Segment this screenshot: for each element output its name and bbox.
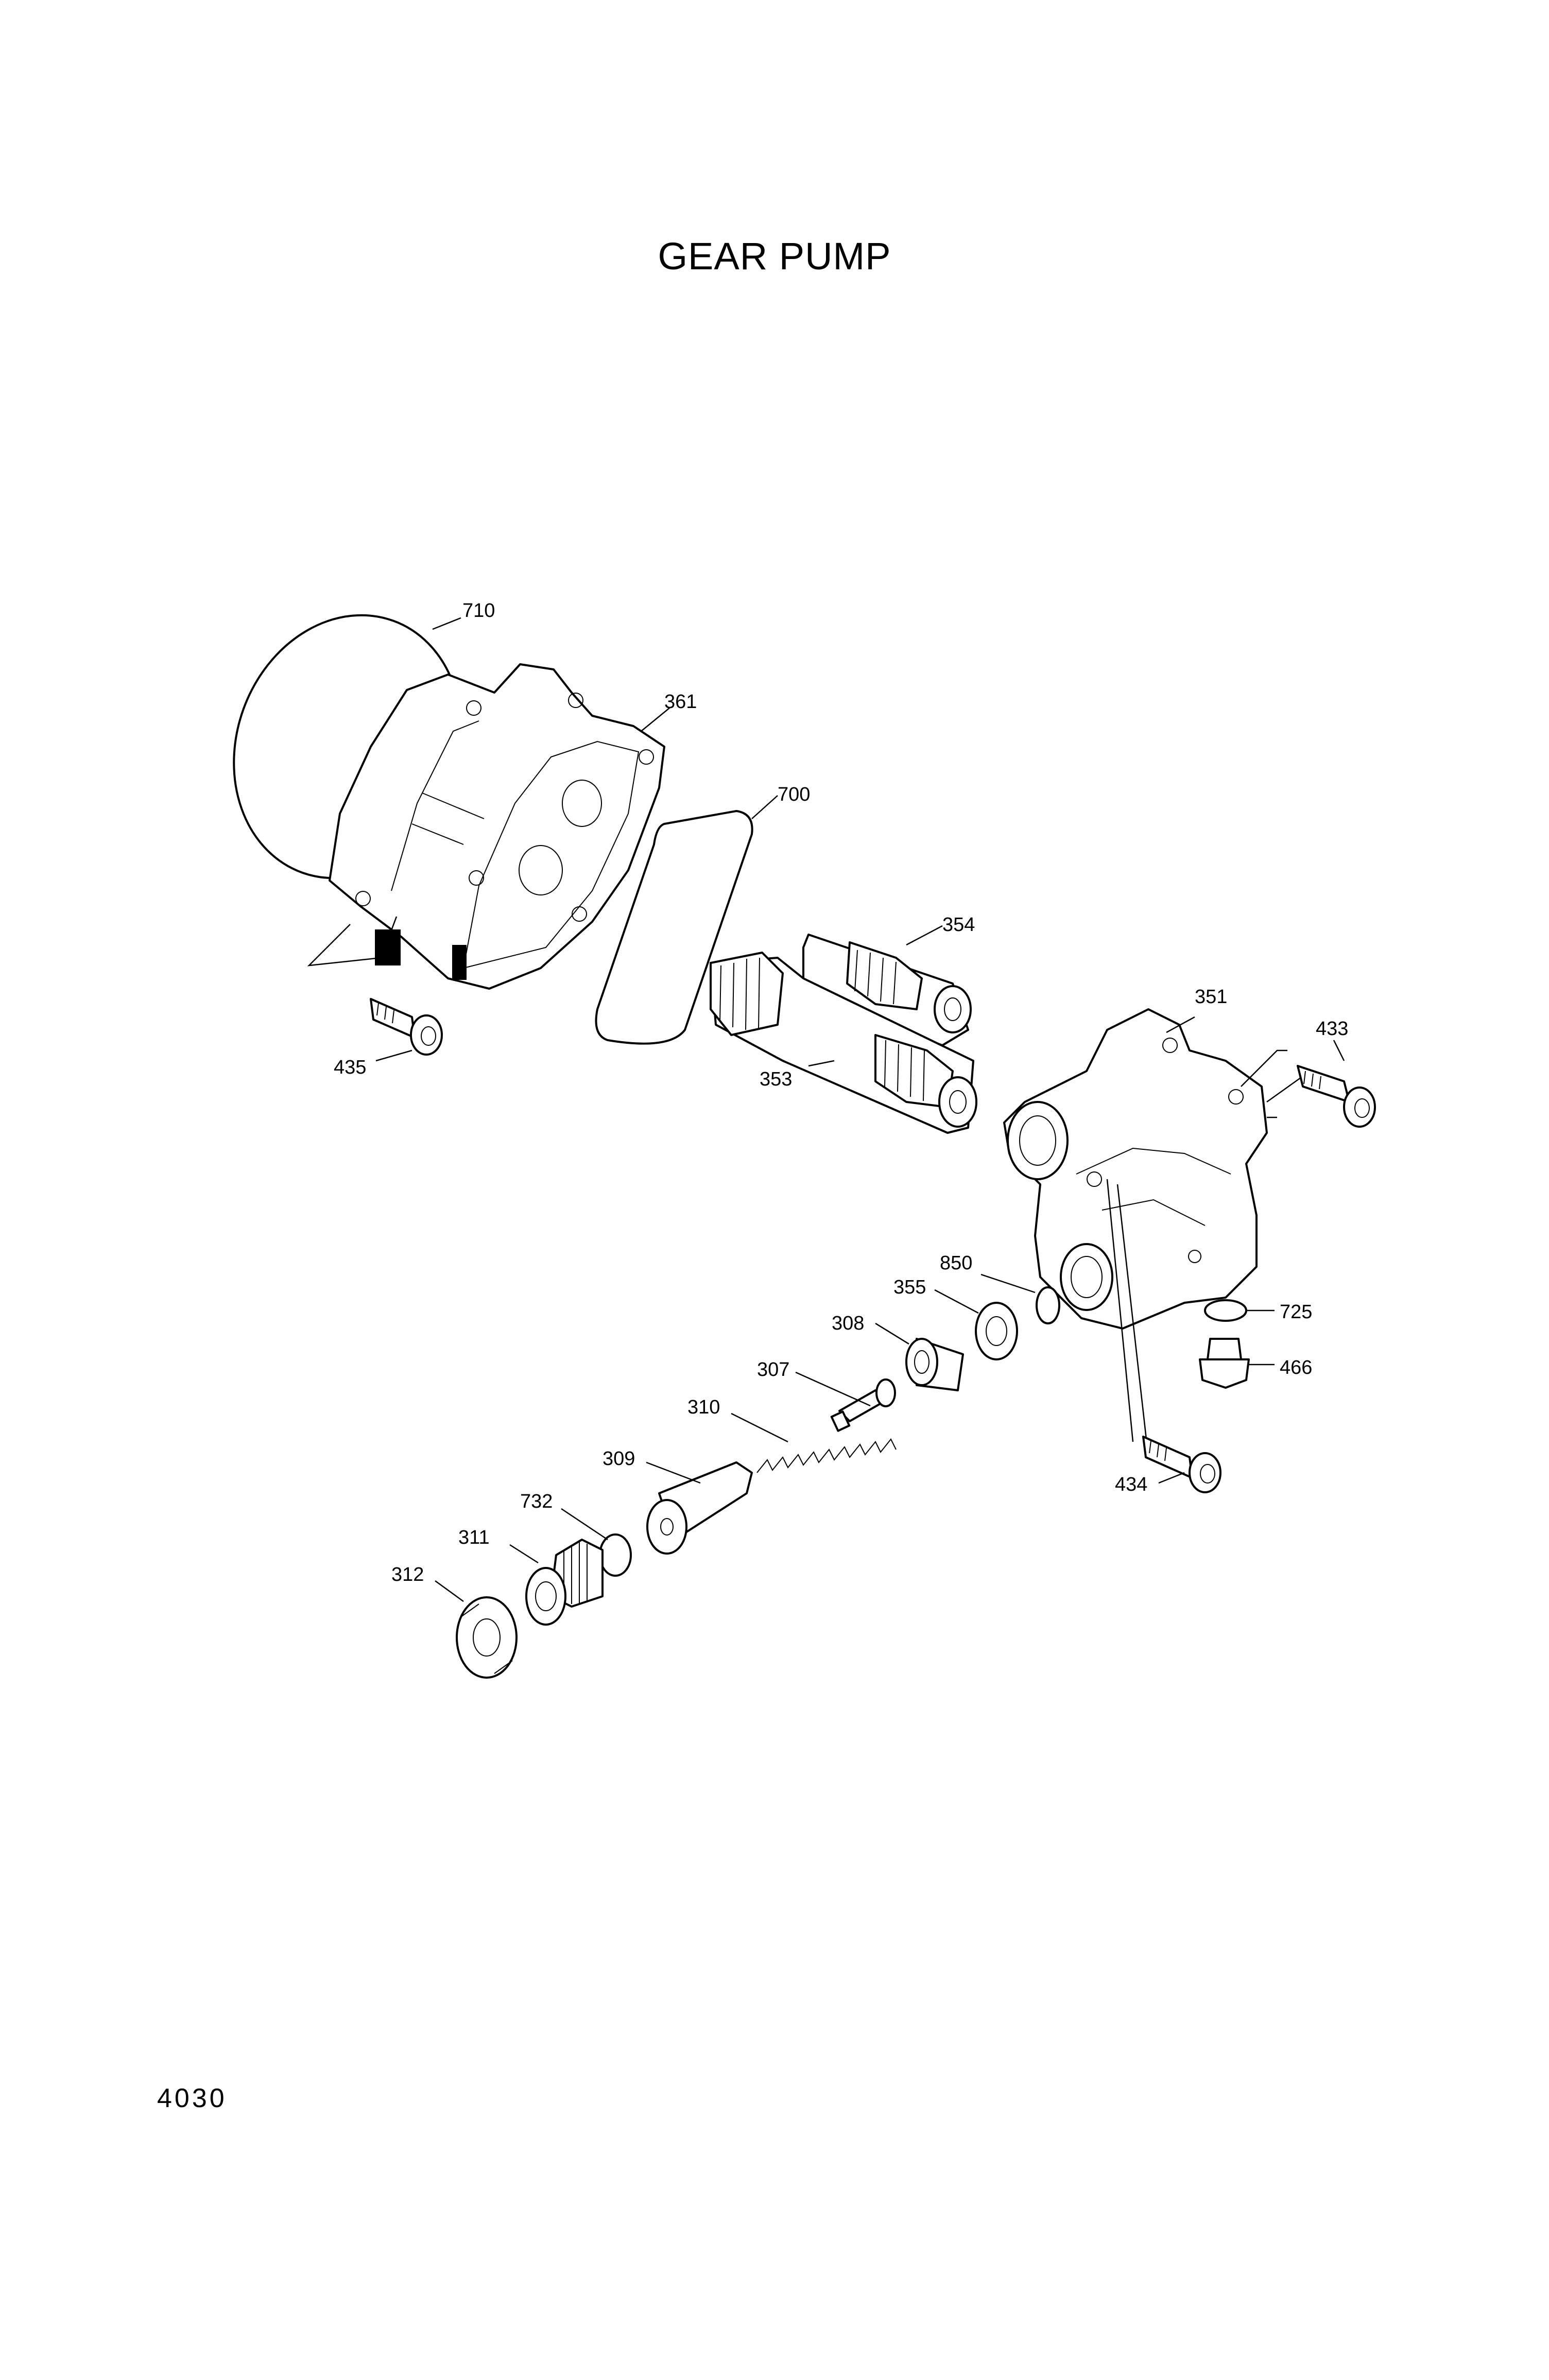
label-434: 434 bbox=[1115, 1474, 1147, 1495]
part-466-plug bbox=[1199, 1338, 1275, 1389]
part-700-gasket bbox=[595, 795, 778, 1045]
part-725-oring bbox=[1204, 1299, 1275, 1322]
part-355-bushing bbox=[934, 1289, 1018, 1360]
label-353: 353 bbox=[760, 1068, 792, 1090]
label-310: 310 bbox=[687, 1396, 720, 1418]
part-353-drive-shaft bbox=[710, 952, 977, 1134]
label-466: 466 bbox=[1280, 1357, 1312, 1378]
label-351: 351 bbox=[1195, 986, 1227, 1008]
part-435-bolt bbox=[307, 916, 443, 1062]
label-354: 354 bbox=[942, 914, 975, 936]
part-307-poppet bbox=[795, 1371, 896, 1432]
label-710: 710 bbox=[462, 600, 495, 622]
part-310-spring bbox=[731, 1412, 897, 1473]
label-355: 355 bbox=[893, 1277, 926, 1298]
label-732: 732 bbox=[520, 1491, 553, 1512]
part-312-lock-nut bbox=[435, 1580, 518, 1679]
label-725: 725 bbox=[1280, 1301, 1312, 1323]
part-351-pump-body bbox=[1003, 1008, 1303, 1458]
part-311-adjust-screw bbox=[509, 1539, 604, 1626]
label-311: 311 bbox=[458, 1527, 490, 1548]
part-308-seat bbox=[875, 1322, 964, 1391]
page-number: 4030 bbox=[157, 2083, 227, 2113]
part-434-bolt bbox=[1142, 1436, 1221, 1493]
part-361-cover bbox=[329, 663, 670, 990]
label-307: 307 bbox=[757, 1359, 789, 1381]
label-312: 312 bbox=[391, 1564, 424, 1585]
label-850: 850 bbox=[940, 1252, 972, 1274]
label-435: 435 bbox=[334, 1057, 366, 1078]
page-title: GEAR PUMP bbox=[658, 235, 891, 278]
part-309-sleeve bbox=[646, 1461, 753, 1555]
part-850-snap-ring bbox=[980, 1273, 1060, 1324]
label-309: 309 bbox=[603, 1448, 635, 1470]
label-433: 433 bbox=[1316, 1018, 1348, 1040]
part-433-bolt bbox=[1297, 1040, 1376, 1128]
label-308: 308 bbox=[832, 1313, 864, 1334]
label-361: 361 bbox=[664, 691, 697, 713]
label-700: 700 bbox=[778, 784, 810, 805]
